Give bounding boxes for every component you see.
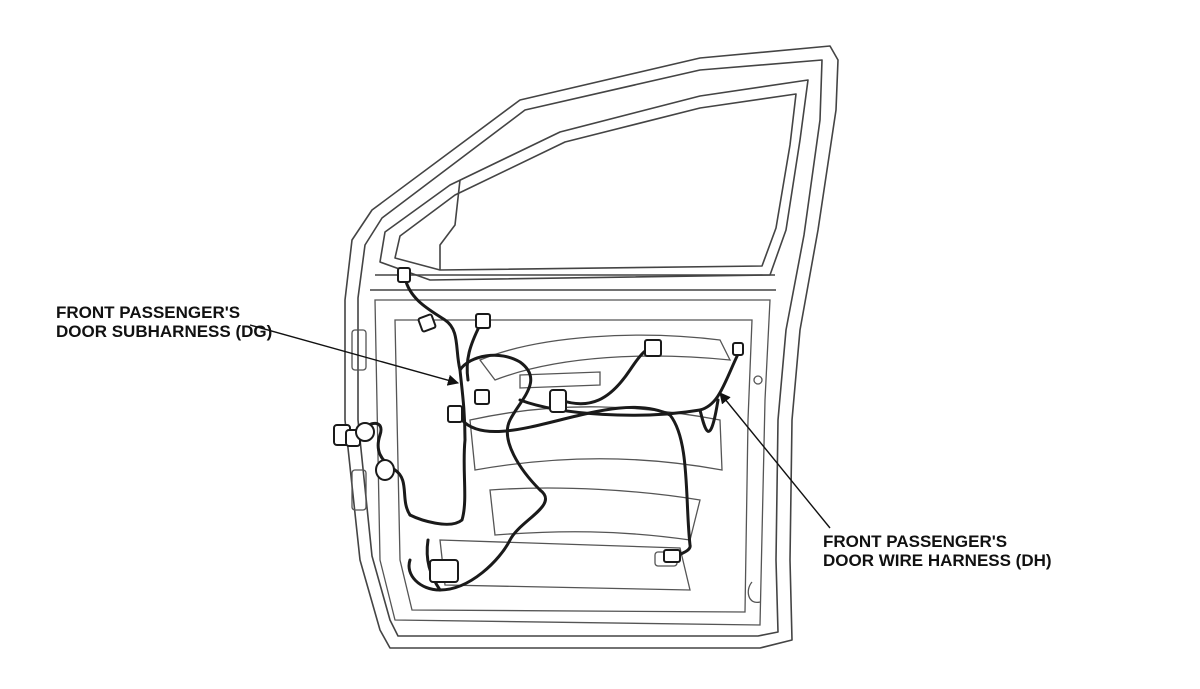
label-door-subharness-line2: DOOR SUBHARNESS (DG) (56, 322, 273, 341)
leader-wire-harness (719, 392, 831, 529)
label-door-wire-harness-line1: FRONT PASSENGER'S (823, 532, 1008, 551)
label-door-subharness-line1: FRONT PASSENGER'S (56, 303, 241, 322)
door-shell (344, 45, 839, 649)
leader-lines (249, 324, 831, 529)
inner-panel (351, 299, 771, 626)
leader-subharness (249, 324, 460, 386)
label-door-wire-harness: FRONT PASSENGER'S DOOR WIRE HARNESS (DH) (823, 532, 1052, 570)
label-door-wire-harness-line2: DOOR WIRE HARNESS (DH) (823, 551, 1052, 570)
connectors (333, 267, 744, 583)
label-door-subharness: FRONT PASSENGER'S DOOR SUBHARNESS (DG) (56, 303, 272, 341)
